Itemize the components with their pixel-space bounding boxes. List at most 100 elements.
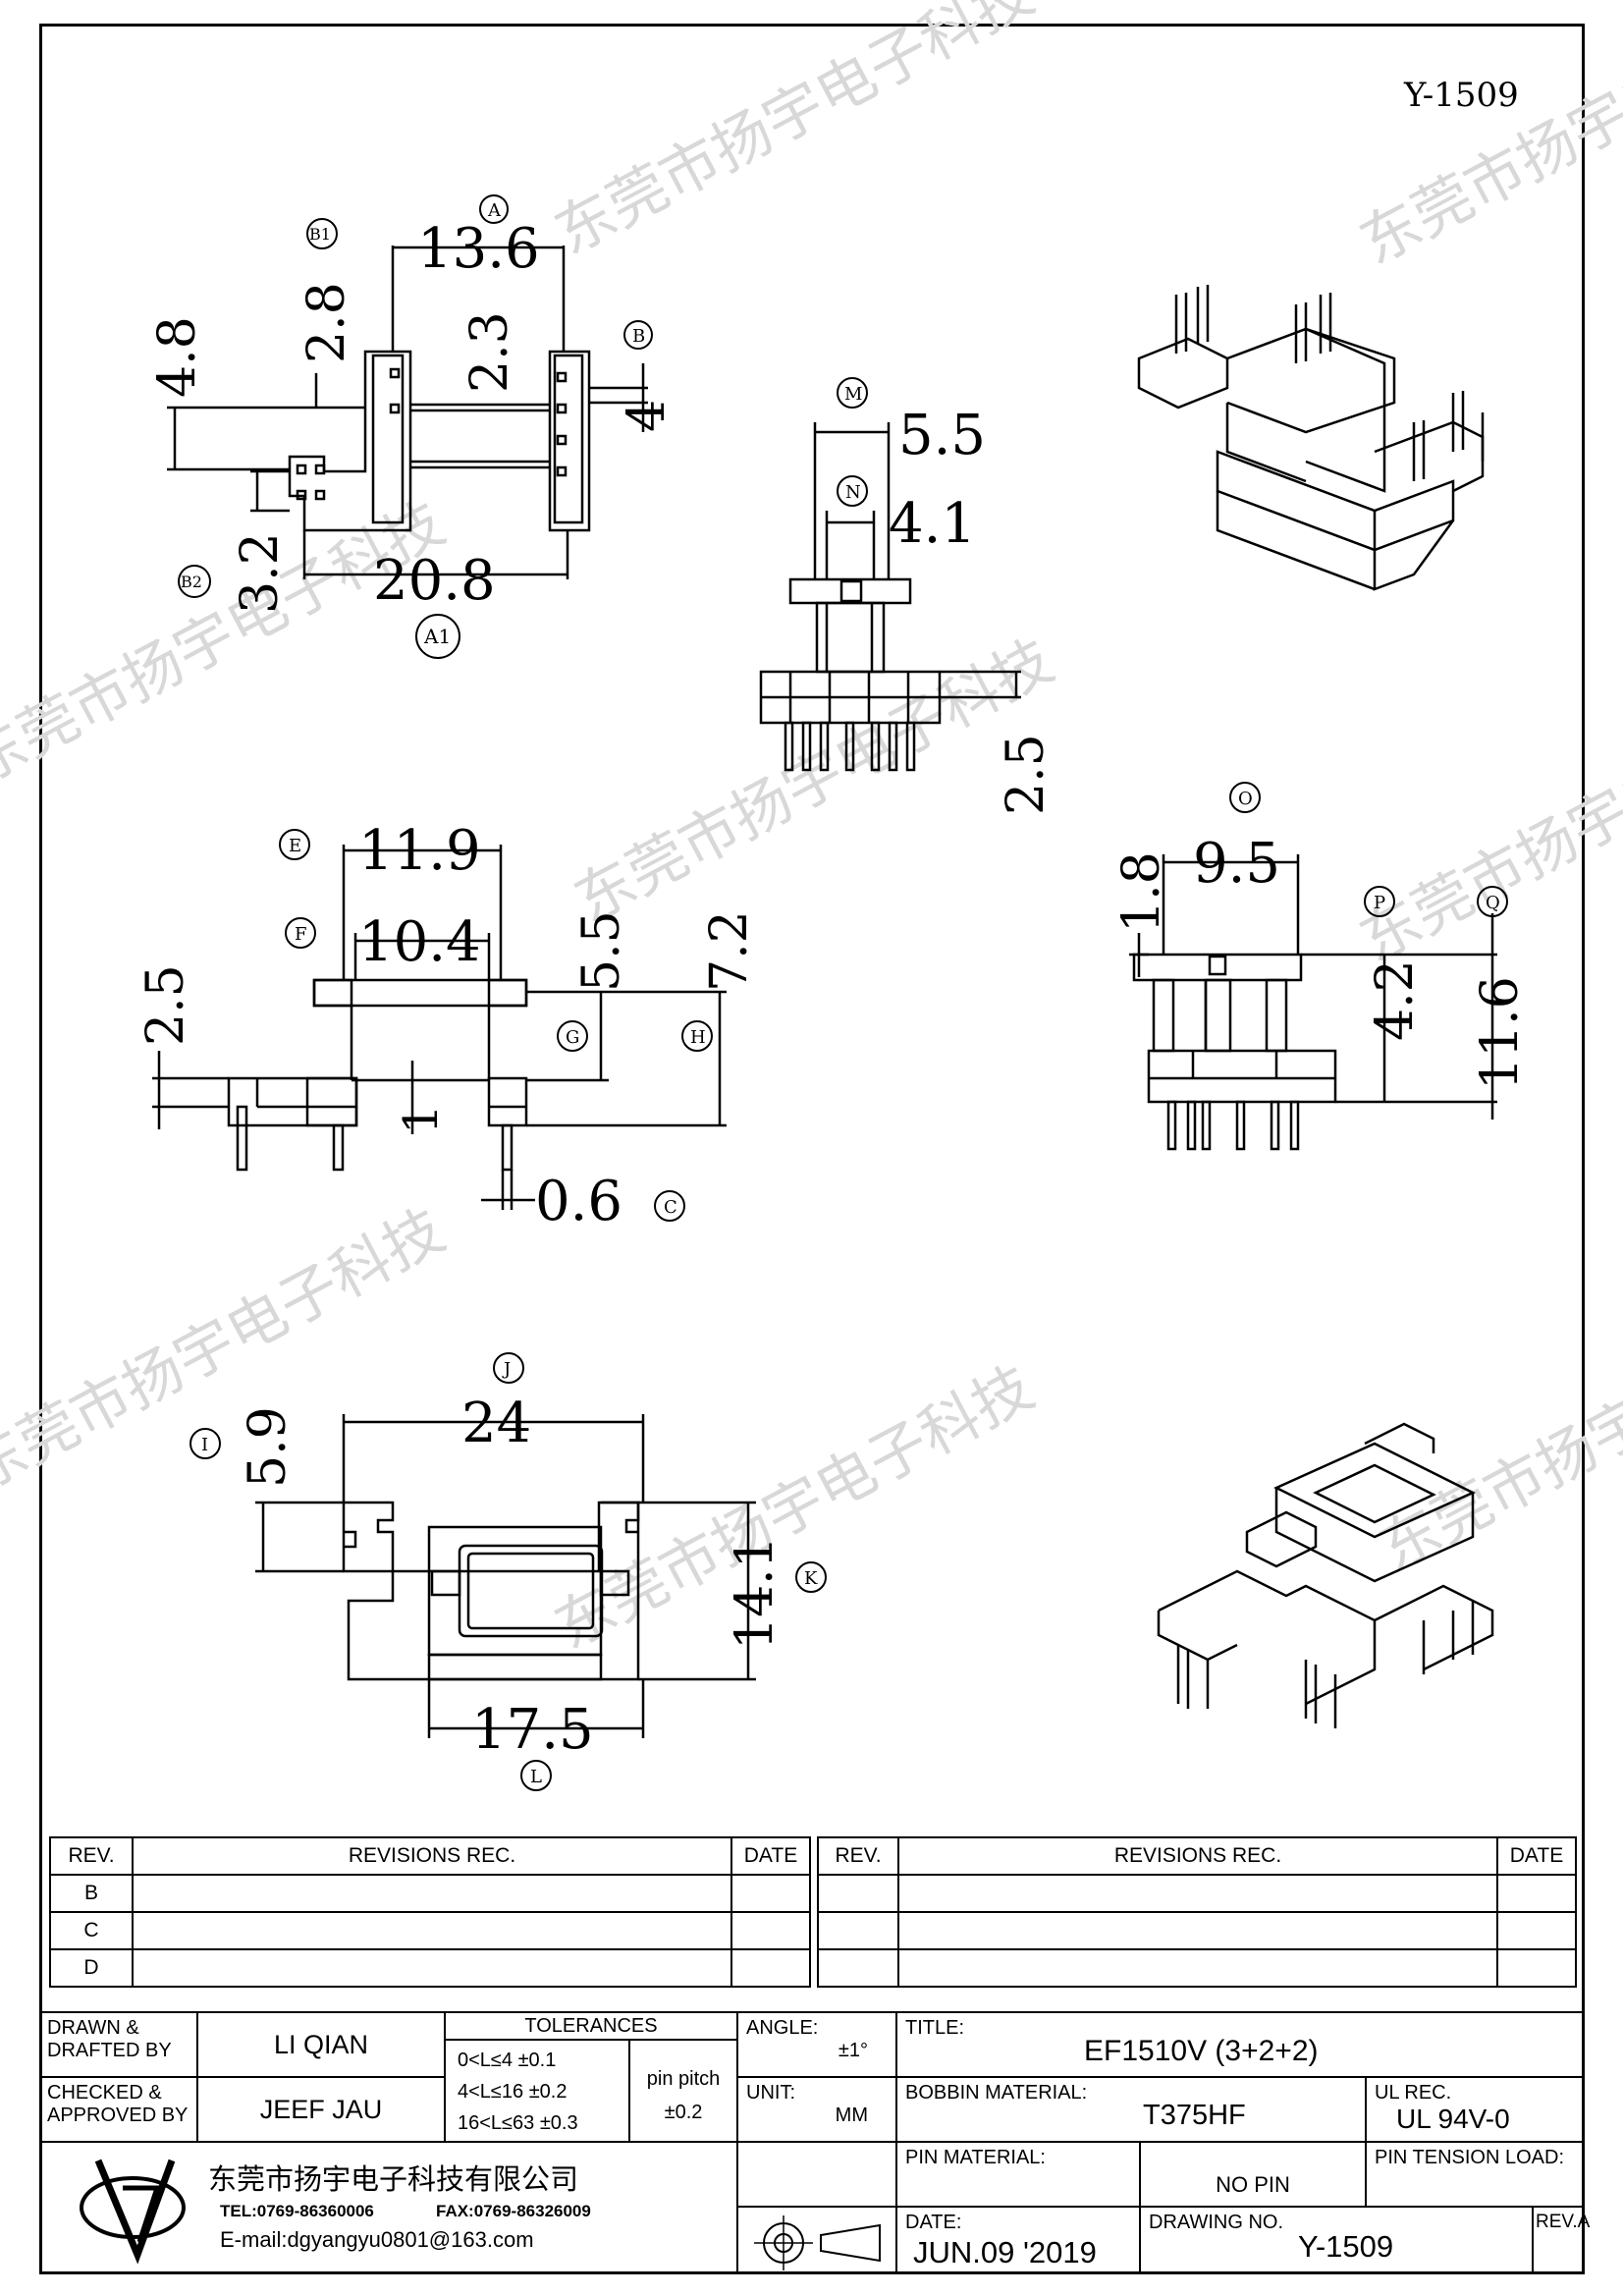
- company-cell: 东莞市扬宇电子科技有限公司 TEL:0769-86360006 FAX:0769…: [39, 2141, 738, 2274]
- callout-n: N: [845, 482, 861, 503]
- callout-letters: A B1 B B2 A1 M N E F G H C O P Q I J K L: [181, 200, 1500, 1787]
- tolerances-label: TOLERANCES: [444, 2011, 738, 2041]
- angle-cell: ANGLE:±1°: [736, 2011, 897, 2078]
- dim-5-9: 5.9: [239, 1406, 298, 1488]
- dim-2-3: 2.3: [460, 311, 519, 393]
- callout-q: Q: [1486, 893, 1500, 913]
- dim-9-5: 9.5: [1193, 832, 1280, 896]
- watermark-text: 东莞市扬宇电子科技: [1349, 0, 1623, 278]
- callout-o: O: [1238, 789, 1253, 809]
- dim-2-5-side: 2.5: [136, 964, 195, 1046]
- end-view: [1129, 854, 1497, 1151]
- dim-20-8: 20.8: [373, 549, 496, 613]
- callout-b1: B1: [309, 225, 331, 244]
- dim-11-9: 11.9: [358, 819, 481, 883]
- revisions-header: REVISIONS REC.: [132, 1836, 732, 1876]
- dim-2-5-front: 2.5: [997, 734, 1055, 815]
- callout-p: P: [1374, 893, 1385, 913]
- drawn-by-label: DRAWN &DRAFTED BY: [39, 2011, 198, 2078]
- dim-4-8: 4.8: [148, 316, 207, 398]
- checked-by-label: CHECKED &APPROVED BY: [39, 2076, 198, 2143]
- company-fax: FAX:0769-86326009: [436, 2202, 591, 2220]
- drawn-by-name: LI QIAN: [196, 2011, 446, 2078]
- dim-1: 1: [394, 1104, 449, 1134]
- date-cell: DATE: JUN.09 '2019: [895, 2206, 1141, 2274]
- callout-e: E: [289, 836, 301, 856]
- bobbin-material-cell: BOBBIN MATERIAL: T375HF: [895, 2076, 1367, 2143]
- rev-row: D: [49, 1948, 134, 1988]
- callouts: [178, 194, 1508, 1791]
- watermark-text: 东莞市扬宇电子科技: [544, 1353, 1045, 1663]
- drawing-no-cell: DRAWING NO. Y-1509: [1139, 2206, 1534, 2274]
- callout-l: L: [530, 1767, 542, 1787]
- isometric-view-top: [1137, 285, 1485, 591]
- callout-i: I: [201, 1435, 208, 1455]
- top-view: [167, 246, 648, 579]
- callout-f: F: [295, 924, 307, 945]
- revisions-table-right: REV. REVISIONS REC. DATE: [817, 1836, 1577, 1988]
- projection-symbol-cell: [736, 2206, 897, 2274]
- title-cell: TITLE: EF1510V (3+2+2): [895, 2011, 1585, 2078]
- ul-rec-cell: UL REC. UL 94V-0: [1365, 2076, 1585, 2143]
- callout-m: M: [844, 384, 862, 405]
- callout-h: H: [690, 1027, 706, 1048]
- dim-1-8: 1.8: [1112, 851, 1171, 933]
- rev-row: C: [49, 1911, 134, 1950]
- company-logo-icon: [80, 2159, 186, 2265]
- dim-11-6: 11.6: [1471, 976, 1530, 1090]
- callout-a: A: [487, 200, 502, 221]
- callout-b2: B2: [181, 573, 202, 591]
- watermark-text: 东莞市扬宇电子科技: [0, 1196, 456, 1505]
- callout-g: G: [566, 1027, 579, 1048]
- dim-5-5-front: 5.5: [898, 404, 986, 467]
- dim-17-5: 17.5: [471, 1698, 594, 1762]
- callout-b: B: [632, 326, 645, 347]
- dim-14-1: 14.1: [726, 1536, 784, 1650]
- callout-a1: A1: [423, 625, 451, 648]
- callout-c: C: [664, 1197, 677, 1218]
- pin-tension-cell: PIN TENSION LOAD:: [1365, 2141, 1585, 2208]
- top-drawing-number: Y-1509: [1403, 76, 1519, 115]
- rev-row: B: [49, 1874, 134, 1913]
- pin-material-label: PIN MATERIAL:: [895, 2141, 1141, 2208]
- rev-header: REV.: [49, 1836, 134, 1876]
- watermark-text: 东莞市扬宇电子科技: [1349, 666, 1623, 975]
- dim-13-6: 13.6: [417, 217, 540, 281]
- projection-symbol-icon: [754, 2215, 881, 2270]
- dim-2-8: 2.8: [298, 282, 356, 363]
- rev-header: REV.: [817, 1836, 899, 1876]
- dim-4: 4: [618, 400, 676, 432]
- dim-4-1-front: 4.1: [889, 492, 976, 556]
- date-header: DATE: [1496, 1836, 1577, 1876]
- dim-0-6: 0.6: [535, 1170, 622, 1233]
- title-block: DRAWN &DRAFTED BY LI QIAN CHECKED &APPRO…: [39, 2011, 1590, 2274]
- bottom-view: [255, 1414, 756, 1738]
- callout-k: K: [804, 1568, 818, 1589]
- company-email: E-mail:dgyangyu0801@163.com: [220, 2227, 534, 2252]
- checked-by-name: JEEF JAU: [196, 2076, 446, 2143]
- dim-5-5-side: 5.5: [572, 910, 631, 992]
- isometric-view-bottom: [1157, 1422, 1494, 1728]
- watermark-text: 东莞市扬宇电子科技: [1369, 1275, 1623, 1584]
- company-tel: TEL:0769-86360006: [220, 2202, 374, 2220]
- watermark-text: 东莞市扬宇电子科技: [0, 489, 456, 798]
- dim-24: 24: [461, 1392, 531, 1455]
- watermark-text: 东莞市扬宇电子科技: [544, 0, 1045, 268]
- callout-j: J: [502, 1359, 511, 1380]
- revisions-table-left: REV. REVISIONS REC. DATE B C D: [49, 1836, 811, 1988]
- front-view: [759, 422, 1021, 772]
- dimension-labels: 13.6 2.8 4.8 2.3 4 3.2 20.8 5.5 4.1 2.5 …: [136, 217, 1530, 1762]
- company-name: 东莞市扬宇电子科技有限公司: [208, 2162, 579, 2196]
- pin-pitch: pin pitch±0.2: [628, 2039, 738, 2143]
- pin-material-value: NO PIN: [1139, 2141, 1367, 2208]
- dim-4-2: 4.2: [1366, 959, 1425, 1041]
- unit-cell: UNIT:MM: [736, 2076, 897, 2143]
- dim-3-2: 3.2: [231, 532, 290, 614]
- revisions-header: REVISIONS REC.: [897, 1836, 1498, 1876]
- rev-cell: REV.A: [1532, 2206, 1590, 2274]
- dim-7-2: 7.2: [700, 910, 759, 992]
- dim-10-4: 10.4: [358, 910, 481, 974]
- date-header: DATE: [730, 1836, 811, 1876]
